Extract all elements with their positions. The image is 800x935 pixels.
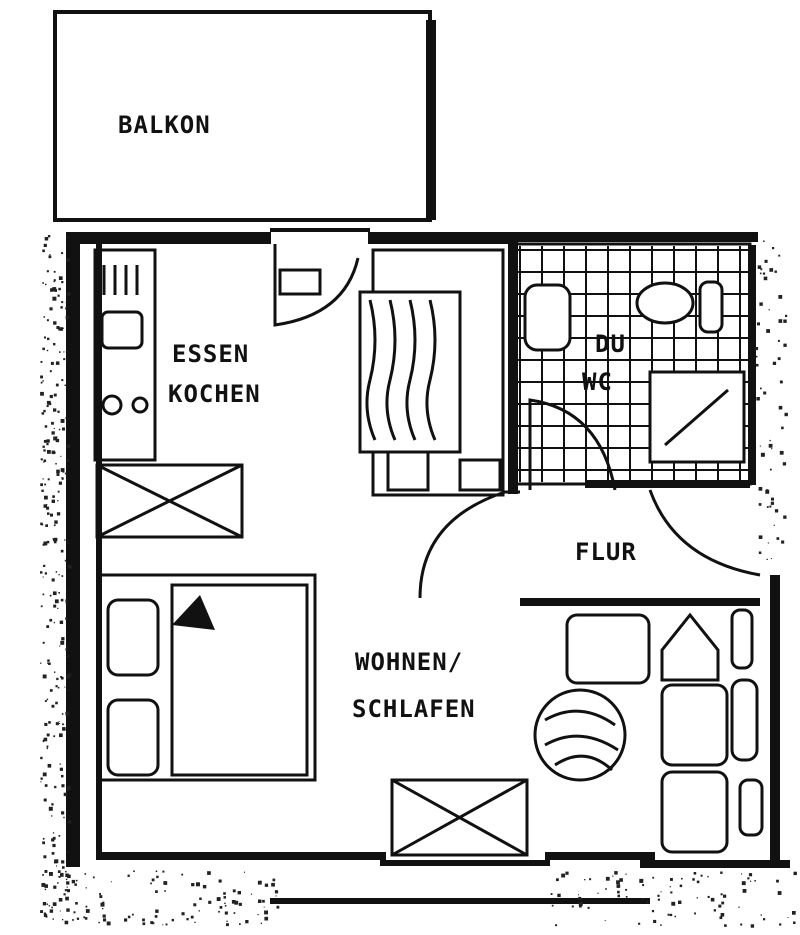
kitchen: ESSEN KOCHEN — [93, 244, 360, 539]
label-wohnen: WOHNEN/ — [355, 648, 463, 676]
hallway: FLUR — [418, 398, 761, 606]
wardrobe — [358, 248, 505, 497]
label-kochen: KOCHEN — [168, 380, 261, 408]
label-essen: ESSEN — [172, 340, 249, 368]
label-wc: WC — [582, 368, 613, 396]
outer-walls — [66, 228, 790, 904]
label-balkon: BALKON — [118, 111, 211, 139]
label-schlafen: SCHLAFEN — [352, 695, 476, 723]
living-room: WOHNEN/ SCHLAFEN — [98, 573, 764, 857]
label-du: DU — [595, 330, 626, 358]
label-flur: FLUR — [575, 538, 637, 566]
balcony: BALKON — [53, 10, 436, 222]
bathroom: DU WC — [508, 242, 752, 494]
wall-texture — [40, 235, 797, 928]
